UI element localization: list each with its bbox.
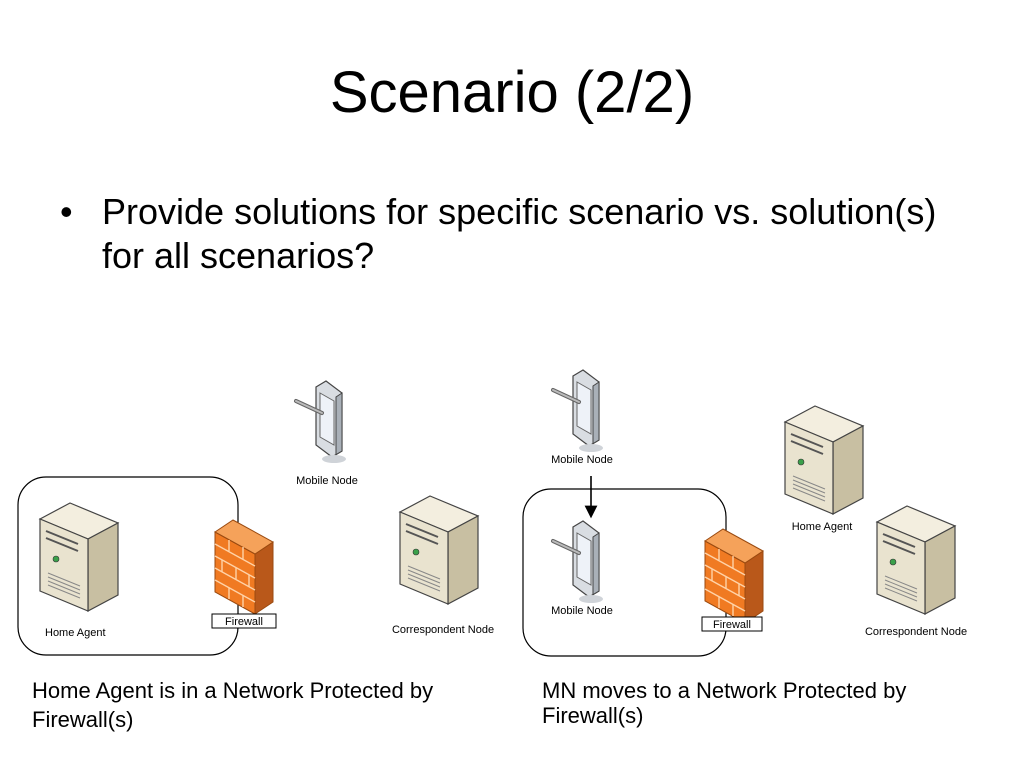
correspondent-node-label: Correspondent Node	[865, 626, 967, 638]
home-agent-server-icon	[39, 502, 119, 612]
firewall-label: Firewall	[713, 619, 751, 631]
bullet-list: • Provide solutions for specific scenari…	[60, 190, 960, 278]
home-agent-server-icon	[784, 405, 864, 515]
network-diagram: Home Agent Firewall Mobile Node Correspo…	[17, 368, 967, 657]
correspondent-node-server-icon	[399, 495, 479, 605]
firewall-icon	[704, 528, 764, 624]
mobile-node-icon	[294, 379, 348, 465]
left-scenario: Home Agent Firewall Mobile Node Correspo…	[17, 379, 494, 656]
protected-network-right	[522, 488, 727, 657]
bullet-text: Provide solutions for specific scenario …	[102, 191, 937, 276]
bullet-marker: •	[60, 191, 73, 232]
mobile-node-icon	[551, 368, 605, 454]
home-agent-label: Home Agent	[792, 521, 853, 533]
firewall-icon	[214, 519, 274, 615]
left-caption: Home Agent is in a Network Protected by …	[32, 678, 434, 732]
correspondent-node-label: Correspondent Node	[392, 624, 494, 636]
slide-title: Scenario (2/2)	[329, 60, 695, 125]
firewall-label: Firewall	[225, 616, 263, 628]
bullet-item: • Provide solutions for specific scenari…	[60, 190, 960, 278]
right-scenario: Mobile Node Mobile Node Firewall Home Ag…	[522, 368, 967, 657]
mobile-node-label: Mobile Node	[551, 454, 613, 466]
home-agent-label: Home Agent	[45, 627, 106, 639]
right-caption: MN moves to a Network Protected by Firew…	[542, 678, 907, 728]
correspondent-node-server-icon	[876, 505, 956, 615]
mobile-node-icon	[551, 519, 605, 605]
mobile-node-label: Mobile Node	[551, 605, 613, 617]
mobile-node-label: Mobile Node	[296, 475, 358, 487]
